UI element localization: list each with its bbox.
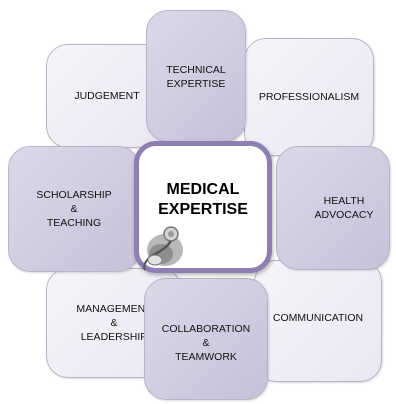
tile-technical-expertise: TECHNICAL EXPERTISE [146,10,246,142]
tile-collaboration-line-2: & [202,336,210,349]
tile-collaboration-line-3: TEAMWORK [175,351,237,364]
stethoscope-icon [135,210,187,277]
tile-scholarship-line-3: TEACHING [46,217,102,230]
tile-scholarship: SCHOLARSHIP & TEACHING [8,146,140,272]
tile-communication-line-1: COMMUNICATION [272,311,364,324]
tile-technical-line-1: TECHNICAL [166,64,226,76]
tile-health-line-1: HEALTH [323,194,365,207]
tile-professionalism-line-1: PROFESSIONALISM [258,90,360,103]
tile-management-line-3: LEADERSHIP [80,331,148,344]
tile-health-line-2: ADVOCACY [314,209,374,221]
tile-management-line-1: MANAGEMENT [76,302,152,315]
tile-professionalism: PROFESSIONALISM [244,38,374,156]
tile-technical-line-2: EXPERTISE [166,78,226,91]
center-medical-expertise: MEDICAL EXPERTISE [134,141,272,273]
tile-collaboration: COLLABORATION & TEAMWORK [144,278,268,400]
center-title-line-1: MEDICAL [166,181,240,198]
tile-management-line-2: & [110,316,118,329]
tile-scholarship-line-1: SCHOLARSHIP [36,188,112,201]
tile-communication: COMMUNICATION [254,260,382,382]
tile-judgement-line-1: JUDGEMENT [74,89,140,102]
center-title: MEDICAL EXPERTISE [139,180,267,220]
center-title-line-2: EXPERTISE [158,201,248,218]
tile-scholarship-line-2: & [70,202,78,215]
tile-collaboration-line-1: COLLABORATION [161,322,251,335]
tile-health-advocacy: HEALTH ADVOCACY [276,146,390,270]
